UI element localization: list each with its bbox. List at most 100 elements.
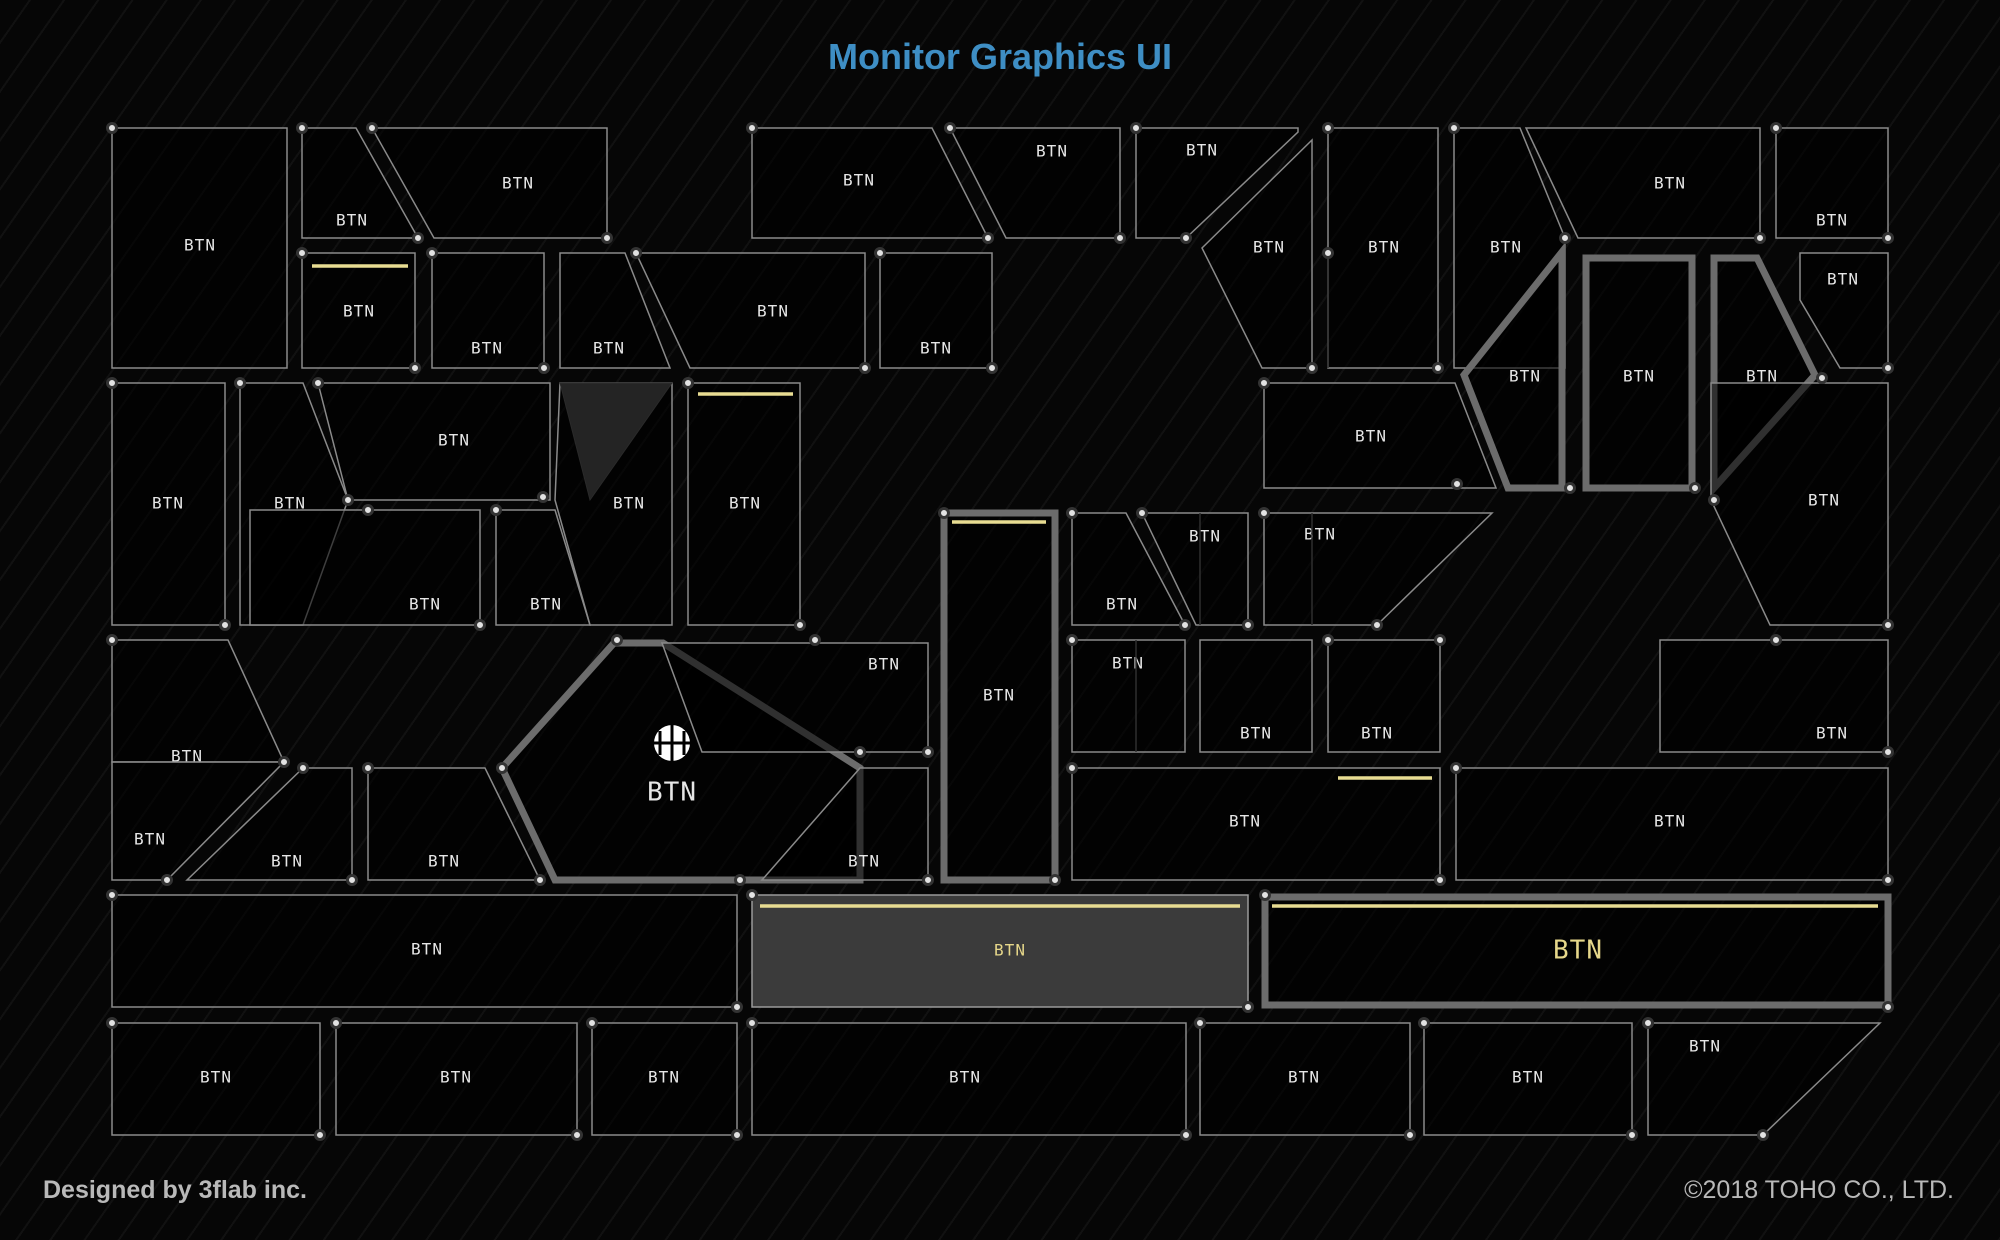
button-label: BTN <box>868 655 900 674</box>
button-label: BTN <box>411 940 443 959</box>
panel-button-46[interactable]: BTN <box>1659 639 1889 753</box>
button-label: BTN <box>729 494 761 513</box>
button-outline <box>1659 639 1889 753</box>
panel-button-9[interactable]: BTN <box>751 127 990 239</box>
panel-button-21[interactable]: BTN <box>1263 382 1498 489</box>
corner-rivet <box>1882 1001 1894 1013</box>
panel-button-5[interactable]: BTN <box>431 252 545 369</box>
corner-rivet <box>1432 362 1444 374</box>
panel-button-25[interactable]: BTN <box>317 382 551 501</box>
panel-button-32[interactable]: BTN <box>185 767 353 881</box>
corner-rivet <box>1882 232 1894 244</box>
corner-rivet <box>1626 1129 1638 1141</box>
panel-button-40[interactable]: BTN <box>1263 512 1494 626</box>
corner-rivet <box>1130 122 1142 134</box>
panel-button-53[interactable]: BTN <box>751 1022 1187 1136</box>
panel-button-44[interactable]: BTN <box>1071 767 1441 881</box>
panel-button-1[interactable]: BTN <box>111 127 288 369</box>
button-label: BTN <box>1654 812 1686 831</box>
panel-button-50[interactable]: BTN <box>111 1022 321 1136</box>
corner-rivet <box>534 874 546 886</box>
button-outline <box>1710 382 1889 626</box>
panel-button-31[interactable]: BTN <box>111 761 286 881</box>
corner-rivet <box>874 247 886 259</box>
panel-button-37[interactable]: BTN <box>940 509 1059 884</box>
panel-button-51[interactable]: BTN <box>335 1022 578 1136</box>
button-label: BTN <box>1512 1068 1544 1087</box>
corner-rivet <box>1418 1017 1430 1029</box>
corner-rivet <box>496 762 508 774</box>
panel-button-35[interactable]: BTN <box>660 642 929 753</box>
corner-rivet <box>986 362 998 374</box>
corner-rivet <box>1689 482 1701 494</box>
corner-rivet <box>682 377 694 389</box>
panel-button-11[interactable]: BTN <box>1135 127 1299 239</box>
panel-button-47[interactable]: BTN <box>111 894 738 1008</box>
panel-button-48[interactable]: BTN <box>751 894 1249 1008</box>
panel-button-38[interactable]: BTN <box>1071 512 1187 626</box>
corner-rivet <box>234 377 246 389</box>
panel-button-39[interactable]: BTN <box>1140 512 1249 626</box>
panel-button-41[interactable]: BTN <box>1071 639 1186 753</box>
corner-rivet <box>1754 232 1766 244</box>
panel-button-45[interactable]: BTN <box>1455 767 1889 881</box>
button-label: BTN <box>757 302 789 321</box>
panel-button-17[interactable]: BTN <box>1799 252 1889 369</box>
panel-button-22[interactable]: BTN <box>1710 382 1889 626</box>
button-outline <box>634 252 866 369</box>
button-outline <box>249 509 481 626</box>
button-label: BTN <box>134 830 166 849</box>
panel-button-15[interactable]: BTN <box>1524 127 1761 239</box>
corner-rivet <box>1757 1129 1769 1141</box>
panel-button-36[interactable]: BTN <box>760 767 929 881</box>
button-label: BTN <box>983 686 1015 705</box>
panel-button-55[interactable]: BTN <box>1423 1022 1633 1136</box>
button-outline <box>111 127 288 369</box>
panel-button-52[interactable]: BTN <box>591 1022 738 1136</box>
panel-button-19[interactable]: BTN <box>1582 254 1696 492</box>
panel-button-12[interactable]: BTN <box>1201 138 1313 369</box>
circle-emblem-icon <box>654 725 690 761</box>
panel-button-7[interactable]: BTN <box>634 252 866 369</box>
panel-button-8[interactable]: BTN <box>879 252 993 369</box>
panel-button-2[interactable]: BTN <box>301 127 420 239</box>
shaded-corner <box>559 382 673 502</box>
button-outline <box>1799 252 1889 369</box>
panel-button-6[interactable]: BTN <box>559 252 672 369</box>
designer-credit: Designed by 3flab inc. <box>43 1176 307 1204</box>
button-label: BTN <box>1186 141 1218 160</box>
button-label: BTN <box>1654 174 1686 193</box>
corner-rivet <box>1448 122 1460 134</box>
corner-rivet <box>922 746 934 758</box>
panel-button-56[interactable]: BTN <box>1647 1022 1882 1136</box>
panel-button-42[interactable]: BTN <box>1199 639 1313 753</box>
button-label: BTN <box>593 339 625 358</box>
corner-rivet <box>611 634 623 646</box>
panel-button-3[interactable]: BTN <box>370 127 608 239</box>
button-label: BTN <box>271 852 303 871</box>
corner-rivet <box>944 122 956 134</box>
button-label: BTN <box>1827 270 1859 289</box>
button-outline <box>1201 138 1313 369</box>
panel-button-43[interactable]: BTN <box>1327 639 1441 753</box>
corner-rivet <box>366 122 378 134</box>
button-outline <box>760 767 929 881</box>
corner-rivet <box>1770 634 1782 646</box>
button-label: BTN <box>1229 812 1261 831</box>
panel-button-26[interactable]: BTN <box>249 509 481 626</box>
panel-button-18[interactable]: BTN <box>1460 241 1566 492</box>
panel-button-29[interactable]: BTN <box>687 382 801 626</box>
button-label: BTN <box>502 174 534 193</box>
panel-button-13[interactable]: BTN <box>1327 127 1439 369</box>
panel-button-49[interactable]: BTN <box>1261 893 1892 1009</box>
corner-rivet <box>922 874 934 886</box>
panel-button-16[interactable]: BTN <box>1775 127 1889 239</box>
corner-rivet <box>362 504 374 516</box>
corner-rivet <box>1258 377 1270 389</box>
panel-button-23[interactable]: BTN <box>111 382 226 626</box>
corner-rivet <box>106 122 118 134</box>
panel-button-30[interactable]: BTN <box>111 639 286 766</box>
panel-button-54[interactable]: BTN <box>1199 1022 1411 1136</box>
corner-rivet <box>1066 762 1078 774</box>
panel-button-4[interactable]: BTN <box>301 252 416 369</box>
